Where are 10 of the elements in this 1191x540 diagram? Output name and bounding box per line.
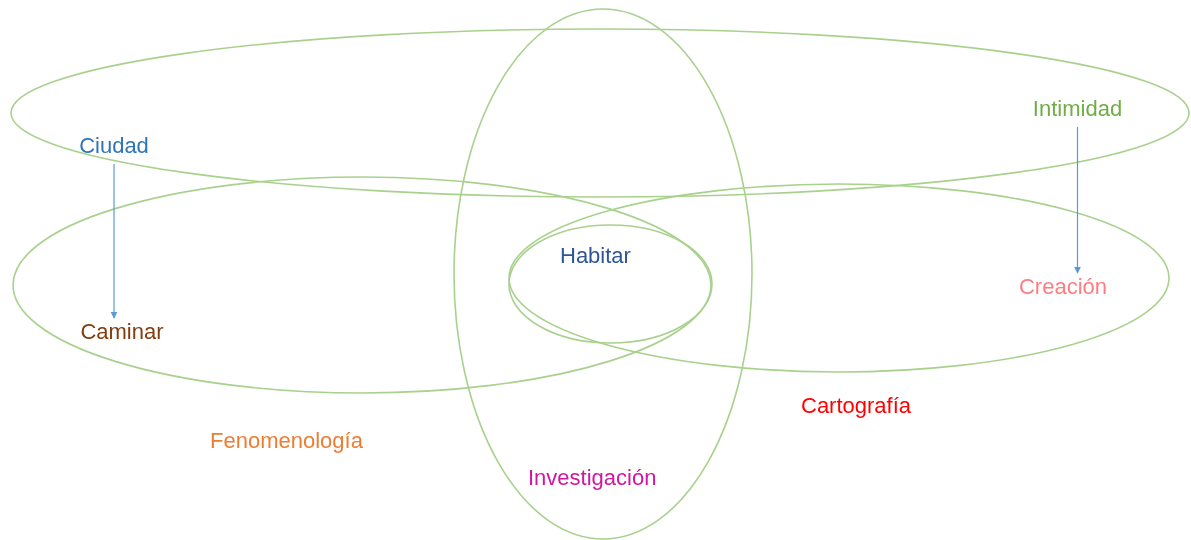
concept-label: Habitar — [560, 243, 631, 269]
concept-label: Ciudad — [72, 132, 156, 160]
concept-label: Investigación — [528, 465, 657, 491]
arrow — [110, 163, 118, 319]
set-name: Fenomenología — [210, 428, 363, 454]
concept-label: Creación — [1008, 273, 1118, 301]
concept-label: Caminar — [72, 318, 172, 346]
set-name: Cartografía — [801, 393, 912, 419]
arrow — [1073, 126, 1082, 274]
concept-label: Intimidad — [1020, 95, 1135, 123]
